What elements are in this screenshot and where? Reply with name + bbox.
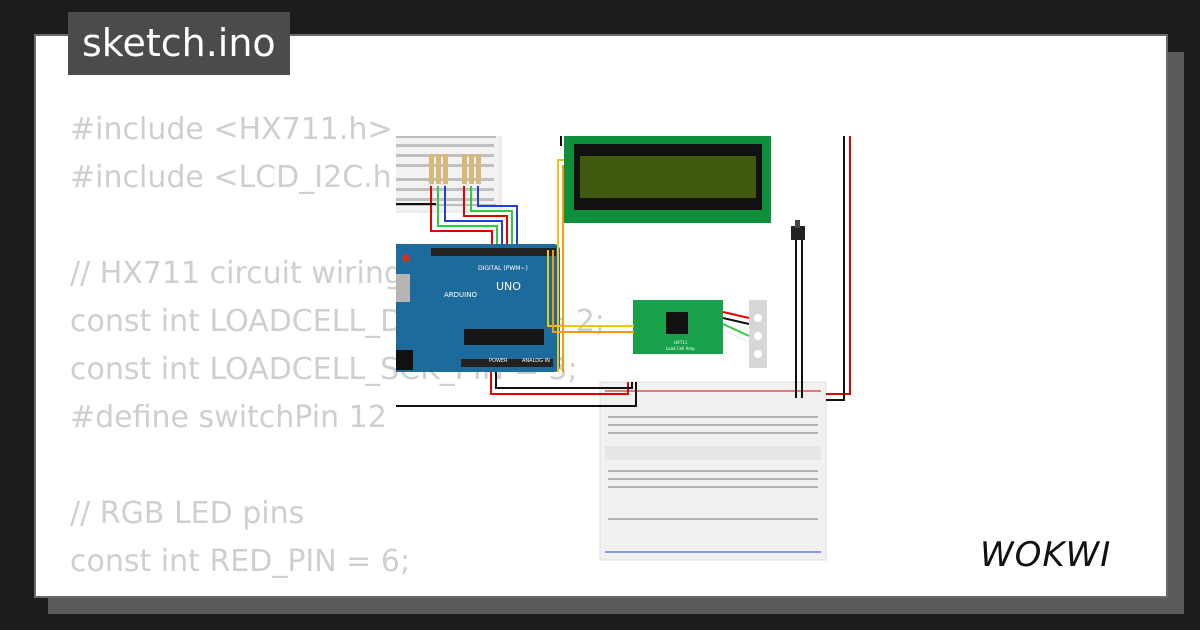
load-cell [749, 300, 767, 368]
code-preview: #include <HX711.h> #include <LCD_I2C.h // … [70, 106, 605, 596]
code-line: #include <HX711.h> [70, 112, 393, 147]
code-line: const int GREEN_PIN = 7; [70, 586, 605, 596]
analog-label: ANALOG IN [522, 358, 550, 364]
hx711-label: HX711 [674, 340, 688, 345]
file-title-tab[interactable]: sketch.ino [68, 12, 290, 75]
circuit-wires [396, 136, 851, 407]
code-line: // HX711 circuit wiring [70, 256, 403, 291]
code-line: #include <LCD_I2C.h [70, 160, 392, 195]
arduino-model: UNO [496, 280, 521, 293]
led-wires [430, 186, 518, 250]
main-breadboard [599, 381, 827, 561]
code-line: const int LOADCELL_DOUT_PIN = 2; [70, 304, 605, 339]
code-line: #define switchPin 12 [70, 400, 387, 435]
power-label: POWER [489, 358, 508, 364]
arduino-uno: DIGITAL (PWM~) UNO ARDUINO POWER ANALOG … [396, 244, 560, 372]
code-line: const int RED_PIN = 6; [70, 544, 411, 579]
hx711-sublabel: Load Cell Amp [666, 346, 695, 351]
wokwi-logo: WOKWI [980, 535, 1111, 575]
preview-card: #include <HX711.h> #include <LCD_I2C.h // … [34, 34, 1168, 598]
mini-breadboard [396, 136, 502, 213]
slide-switch [791, 220, 805, 240]
hx711-module: HX711 Load Cell Amp [633, 300, 723, 354]
lcd-display [564, 136, 771, 223]
arduino-brand: ARDUINO [444, 291, 477, 299]
logo-text: WOKWI [980, 535, 1111, 575]
digital-label: DIGITAL (PWM~) [478, 265, 528, 272]
resistors [429, 154, 481, 184]
circuit-diagram: DIGITAL (PWM~) UNO ARDUINO POWER ANALOG … [396, 136, 851, 561]
code-line: // RGB LED pins [70, 496, 305, 531]
